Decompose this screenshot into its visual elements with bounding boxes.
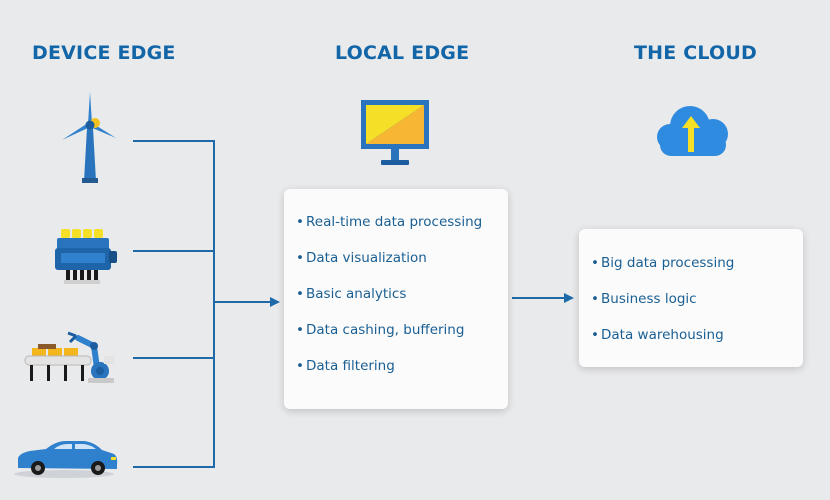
cloud-card: •Big data processing •Business logic •Da… — [579, 229, 803, 367]
list-item: •Big data processing — [591, 255, 735, 271]
cloud-title: THE CLOUD — [634, 42, 757, 64]
list-item: •Business logic — [591, 291, 697, 307]
list-item: •Data cashing, buffering — [296, 322, 465, 338]
device-edge-title: DEVICE EDGE — [32, 42, 176, 64]
arrow-to-local-edge — [270, 297, 280, 307]
car-icon — [14, 441, 118, 478]
list-item: •Real-time data processing — [296, 214, 483, 230]
local-edge-card: •Real-time data processing •Data visuali… — [284, 189, 508, 409]
local-edge-title: LOCAL EDGE — [335, 42, 470, 64]
list-item: •Basic analytics — [296, 286, 407, 302]
device-connectors — [133, 140, 272, 468]
list-item: •Data filtering — [296, 358, 395, 374]
robotic-arm-conveyor-icon — [24, 331, 114, 383]
list-item: •Data visualization — [296, 250, 427, 266]
arrow-to-cloud — [512, 293, 574, 303]
wind-turbine-icon — [62, 92, 116, 183]
list-item: •Data warehousing — [591, 327, 724, 343]
engine-icon — [55, 229, 117, 284]
cloud-upload-icon — [657, 106, 728, 156]
monitor-icon — [361, 100, 429, 165]
